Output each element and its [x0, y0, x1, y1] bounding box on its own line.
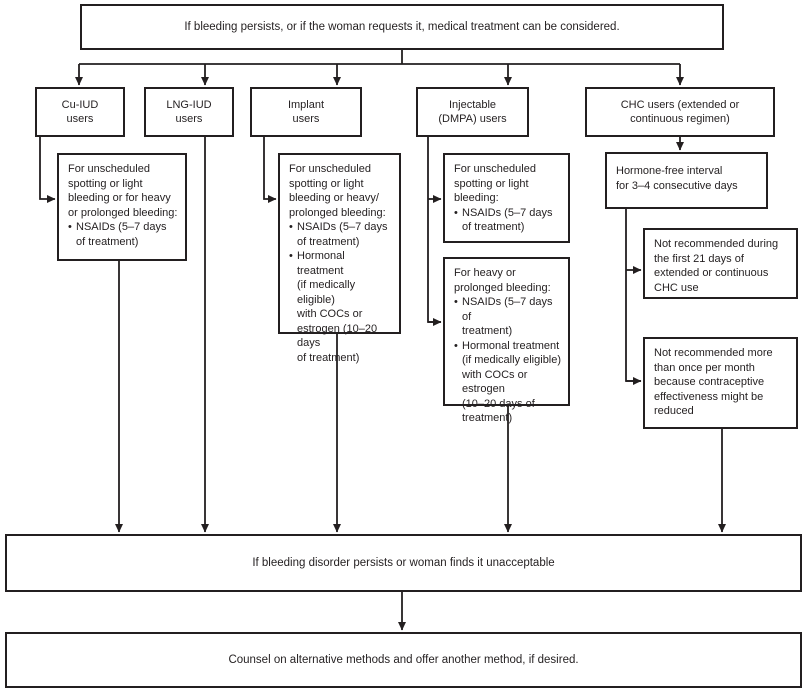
box-medical-treatment-text: If bleeding persists, or if the woman re…	[184, 20, 620, 33]
box-cu-iud-treatment: For unscheduled spotting or light bleedi…	[57, 153, 187, 261]
box-implant-users: Implant users	[250, 87, 362, 137]
chc-note1-text: Not recommended during the first 21 days…	[654, 238, 779, 294]
box-bleeding-persists: If bleeding disorder persists or woman f…	[5, 534, 802, 592]
arrow-implant-to-treatment	[263, 136, 277, 203]
box-injectable-light-bleeding: For unscheduled spotting or light bleedi…	[443, 153, 570, 243]
box-chc-not-recommended-monthly: Not recommended more than once per month…	[643, 337, 798, 429]
chc-note2-text: Not recommended more than once per month…	[654, 347, 773, 417]
injectable-heavy-intro: For heavy or prolonged bleeding:	[454, 267, 551, 294]
box-counsel-text: Counsel on alternative methods and offer…	[228, 653, 579, 666]
implant-treatment-list: NSAIDs (5–7 days of treatment) Hormonal …	[289, 220, 393, 365]
box-cu-iud-users: Cu-IUD users	[35, 87, 125, 137]
box-counsel-alternative-methods: Counsel on alternative methods and offer…	[5, 632, 802, 688]
list-item: NSAIDs (5–7 days of treatment)	[68, 220, 179, 249]
injectable-heavy-list: NSAIDs (5–7 days of treatment) Hormonal …	[454, 295, 562, 426]
list-item: Hormonal treatment (if medically eligibl…	[289, 249, 393, 365]
box-implant-treatment: For unscheduled spotting or light bleedi…	[278, 153, 401, 364]
box-chc-users: CHC users (extended or continuous regime…	[585, 87, 775, 137]
box-chc-not-recommended-first-21-days: Not recommended during the first 21 days…	[643, 228, 798, 299]
chc-trunk	[625, 208, 641, 382]
box-injectable-users: Injectable (DMPA) users	[416, 87, 529, 137]
list-item: Hormonal treatment (if medically eligibl…	[454, 339, 562, 426]
box-medical-treatment: If bleeding persists, or if the woman re…	[80, 4, 724, 50]
chc-interval-text: Hormone-free interval for 3–4 consecutiv…	[616, 165, 738, 192]
list-item: NSAIDs (5–7 days of treatment)	[454, 206, 562, 235]
box-injectable-heavy-bleeding: For heavy or prolonged bleeding: NSAIDs …	[443, 257, 570, 424]
box-lng-iud-users: LNG-IUD users	[144, 87, 234, 137]
implant-treatment-intro: For unscheduled spotting or light bleedi…	[289, 163, 386, 219]
box-chc-hormone-free-interval: Hormone-free interval for 3–4 consecutiv…	[605, 152, 768, 209]
list-item: NSAIDs (5–7 days of treatment)	[454, 295, 562, 339]
injectable-light-list: NSAIDs (5–7 days of treatment)	[454, 206, 562, 235]
list-item: NSAIDs (5–7 days of treatment)	[289, 220, 393, 249]
cu-iud-treatment-intro: For unscheduled spotting or light bleedi…	[68, 163, 178, 219]
cu-iud-treatment-list: NSAIDs (5–7 days of treatment)	[68, 220, 179, 249]
arrow-cu-to-treatment	[39, 136, 56, 203]
box-bleeding-persists-text: If bleeding disorder persists or woman f…	[252, 556, 555, 569]
injectable-trunk	[427, 136, 441, 323]
injectable-light-intro: For unscheduled spotting or light bleedi…	[454, 163, 536, 204]
